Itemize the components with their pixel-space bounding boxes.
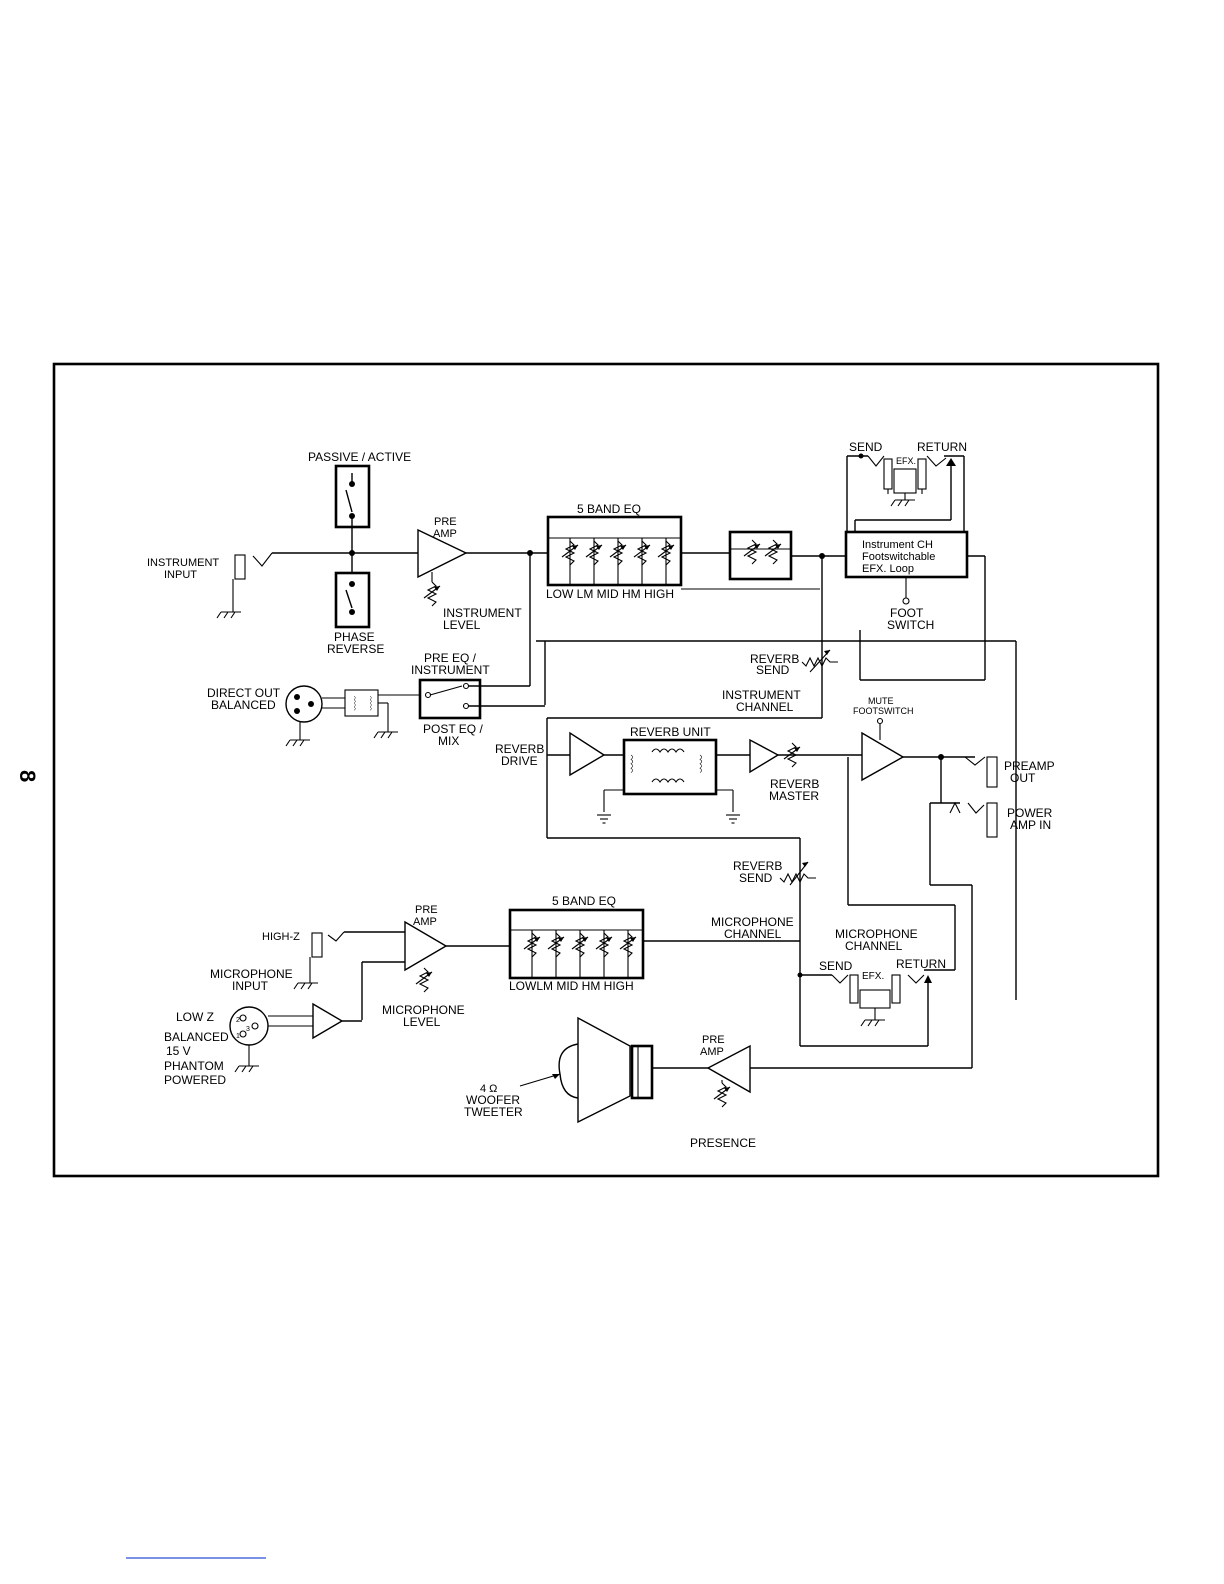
instrument-level-label-2: LEVEL [443, 618, 481, 632]
power-amp [706, 1044, 751, 1094]
power-amp-in-label: POWER [1007, 806, 1053, 820]
mic-preamp-label-2: AMP [413, 916, 437, 928]
speaker [558, 1016, 654, 1124]
xlr-pin-1: 1 [236, 1033, 240, 1040]
tweeter-label: TWEETER [464, 1105, 523, 1119]
return-top-label: RETURN [917, 440, 967, 454]
pre-eq-instrument-label: INSTRUMENT [411, 663, 490, 677]
phase-label: PHASE [334, 630, 375, 644]
return-mic-label: RETURN [896, 957, 946, 971]
mic-channel-efx-label: MICROPHONE [835, 927, 918, 941]
high-z-jack [311, 932, 323, 958]
balanced-mic-label: BALANCED [164, 1030, 229, 1044]
fifteen-v-label: 15 V [166, 1044, 191, 1058]
switch-label: SWITCH [887, 618, 934, 632]
four-ohm-label: 4 Ω [480, 1083, 497, 1095]
microphone-input-label-2: INPUT [232, 979, 269, 993]
mic-preamp [404, 920, 448, 972]
low-z-label: LOW Z [176, 1010, 214, 1024]
power-amp-in-jack [986, 802, 998, 838]
xlr-pin-3: 3 [246, 1026, 250, 1033]
xlr-pin-2: 2 [236, 1017, 240, 1024]
mix-label: MIX [438, 734, 459, 748]
mic-level-label-2: LEVEL [403, 1015, 441, 1029]
power-amp-in-label-2: AMP IN [1010, 818, 1051, 832]
eq-mic-bands: LOWLM MID HM HIGH [509, 979, 634, 993]
phantom-label: PHANTOM [164, 1059, 224, 1073]
instrument-level-label: INSTRUMENT [443, 606, 522, 620]
reverb-master-label: REVERB [770, 777, 819, 791]
mute-label: MUTE [868, 696, 894, 706]
eq-top-bands: LOW LM MID HM HIGH [546, 587, 674, 601]
presence-label: PRESENCE [690, 1136, 756, 1150]
instrument-channel-label-2: CHANNEL [736, 700, 794, 714]
instrument-channel-label: INSTRUMENT [722, 688, 801, 702]
high-z-label: HIGH-Z [262, 931, 300, 943]
eq-top [546, 515, 683, 587]
send-top-label: SEND [849, 440, 883, 454]
reverb-send-top-2: SEND [756, 663, 790, 677]
mixer-amp [861, 731, 905, 782]
foot-label: FOOT [890, 606, 924, 620]
microphone-input-label: MICROPHONE [210, 967, 293, 981]
powered-label: POWERED [164, 1073, 226, 1087]
eq-mic [508, 908, 645, 980]
direct-out-label: DIRECT OUT [207, 686, 281, 700]
reverb-drive-label: REVERB [495, 742, 544, 756]
eq-mic-title: 5 BAND EQ [552, 894, 616, 908]
reverb-send-top: REVERB [750, 652, 799, 666]
instrument-input-jack [216, 552, 273, 619]
send-mic-label: SEND [819, 959, 853, 973]
efx-top-label: EFX. [896, 456, 916, 466]
mic-level-label: MICROPHONE [382, 1003, 465, 1017]
low-z-amp [312, 1002, 344, 1040]
speaker-preamp-label: PRE [702, 1034, 725, 1046]
pre-eq-label: PRE EQ / [424, 651, 477, 665]
eq-top-title: 5 BAND EQ [577, 502, 641, 516]
direct-out-xlr [285, 685, 323, 723]
inst-ch-line-2: Footswitchable [862, 551, 935, 563]
preamp-out-label-2: OUT [1010, 771, 1036, 785]
instrument-input-label-2: INPUT [164, 569, 197, 581]
efx-mic-label: EFX. [862, 971, 884, 982]
inst-preamp-label-2: AMP [433, 528, 457, 540]
reverb-drive-label-2: DRIVE [501, 754, 538, 768]
passive-active-label: PASSIVE / ACTIVE [308, 450, 411, 464]
mute-footswitch-label: FOOTSWITCH [853, 706, 914, 716]
balanced-label: BALANCED [211, 698, 276, 712]
diagram-frame [52, 362, 1160, 1178]
post-eq-label: POST EQ / [423, 722, 483, 736]
reverb-send-mic: REVERB [733, 859, 782, 873]
reverb-unit-label: REVERB UNIT [630, 725, 711, 739]
filter-block [728, 530, 793, 581]
mic-preamp-label: PRE [415, 904, 438, 916]
reverb-master-label-2: MASTER [769, 789, 819, 803]
inst-preamp [417, 528, 468, 579]
reverb-master-amp [749, 738, 780, 774]
speaker-preamp-label-2: AMP [700, 1046, 724, 1058]
mic-channel-label: MICROPHONE [711, 915, 794, 929]
phase-reverse-switch [334, 571, 371, 629]
inst-ch-line-1: Instrument CH [862, 539, 933, 551]
preamp-out-jack [986, 756, 998, 788]
woofer-label: WOOFER [466, 1093, 520, 1107]
inst-ch-line-3: EFX. Loop [862, 563, 914, 575]
reverb-send-mic-2: SEND [739, 871, 773, 885]
direct-out-transformer [344, 689, 379, 717]
reverb-unit [622, 738, 718, 796]
page-number: 8 [15, 770, 40, 782]
pre-post-eq-switch [418, 678, 482, 720]
mic-channel-efx-label-2: CHANNEL [845, 939, 903, 953]
inst-preamp-label: PRE [434, 516, 457, 528]
instrument-input-label: INSTRUMENT [147, 557, 219, 569]
reverb-drive-amp [569, 731, 606, 777]
preamp-out-label: PREAMP [1004, 759, 1055, 773]
reverse-label: REVERSE [327, 642, 384, 656]
mic-channel-label-2: CHANNEL [724, 927, 782, 941]
